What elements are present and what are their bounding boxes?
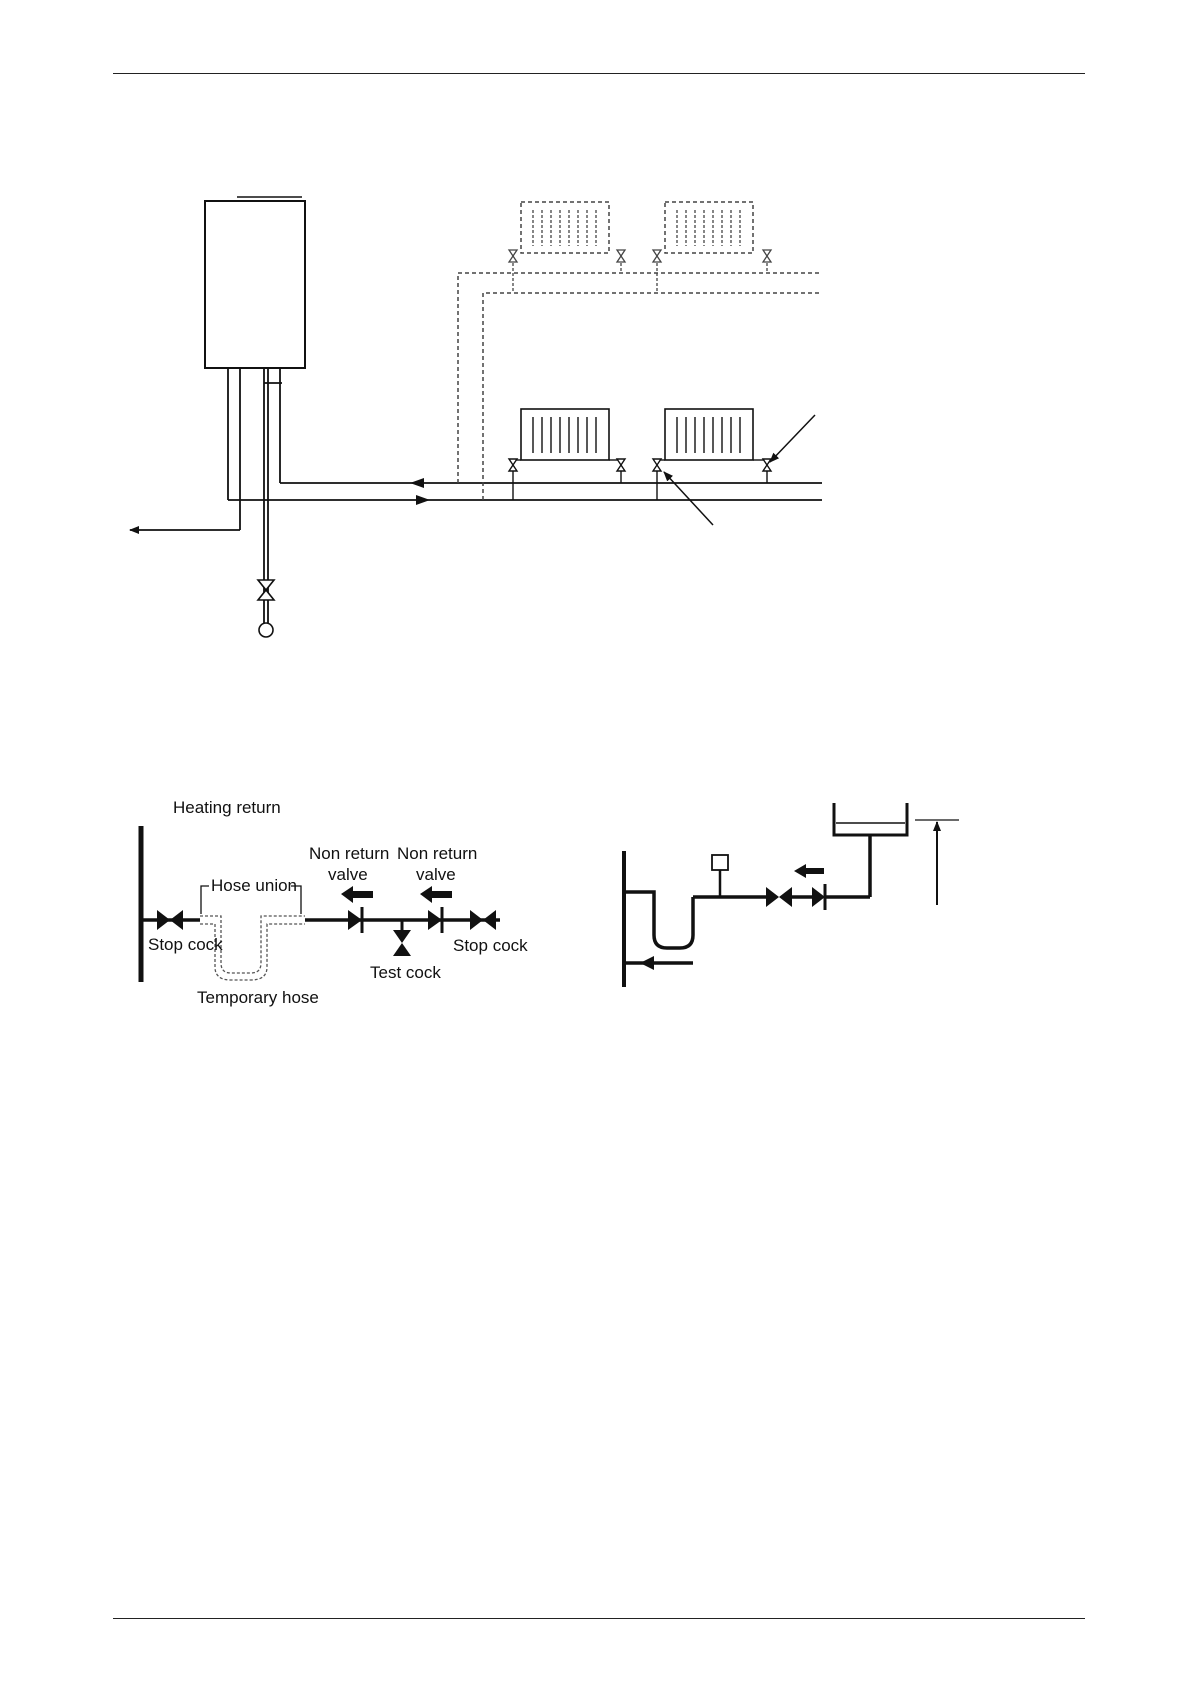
system-layout-diagram (130, 197, 822, 637)
check-valve-icon (812, 884, 825, 910)
non-return-valve-right-label-line2: valve (416, 865, 456, 884)
non-return-valve-right-icon (428, 907, 442, 933)
flow-direction-arrow-left (341, 886, 373, 903)
boiler-unit (205, 197, 305, 368)
filling-loop-diagram: Heating return Hose union Stop cock Stop… (141, 798, 528, 1007)
lower-radiator-left (521, 409, 609, 460)
lower-radiator-valves (509, 459, 771, 500)
upper-radiator-valves (509, 250, 771, 293)
stop-cock-left-label: Stop cock (148, 935, 223, 954)
air-vent-icon (712, 855, 728, 870)
flow-arrow-flow (416, 495, 430, 505)
upper-radiator-left (521, 202, 609, 253)
cistern-tank-icon (834, 803, 907, 835)
non-return-valve-left-label-line1: Non return (309, 844, 389, 863)
test-cock-label: Test cock (370, 963, 441, 982)
non-return-valve-right-label-line1: Non return (397, 844, 477, 863)
stop-cock-right-icon (470, 910, 496, 930)
upper-radiator-right (665, 202, 753, 253)
flow-direction-arrow-right (420, 886, 452, 903)
flow-arrow-return (410, 478, 424, 488)
heating-return-label: Heating return (173, 798, 281, 817)
boiler-pipes (130, 368, 822, 632)
pointer-arrow-upper (770, 415, 815, 462)
lower-radiator-right (665, 409, 753, 460)
pointer-arrow-lower (664, 472, 713, 525)
temporary-hose-label: Temporary hose (197, 988, 319, 1007)
stop-cock-left-icon (157, 910, 183, 930)
test-cock-icon (393, 920, 411, 956)
return-flow-arrow (640, 956, 654, 970)
stop-valve-icon (766, 887, 792, 907)
stop-cock-right-label: Stop cock (453, 936, 528, 955)
non-return-valve-left-icon (348, 907, 362, 933)
cistern-feed-diagram (624, 803, 959, 987)
feed-flow-arrow (794, 864, 824, 878)
hose-union-label: Hose union (211, 876, 297, 895)
fill-valve-icon (258, 580, 274, 637)
non-return-valve-left-label-line2: valve (328, 865, 368, 884)
